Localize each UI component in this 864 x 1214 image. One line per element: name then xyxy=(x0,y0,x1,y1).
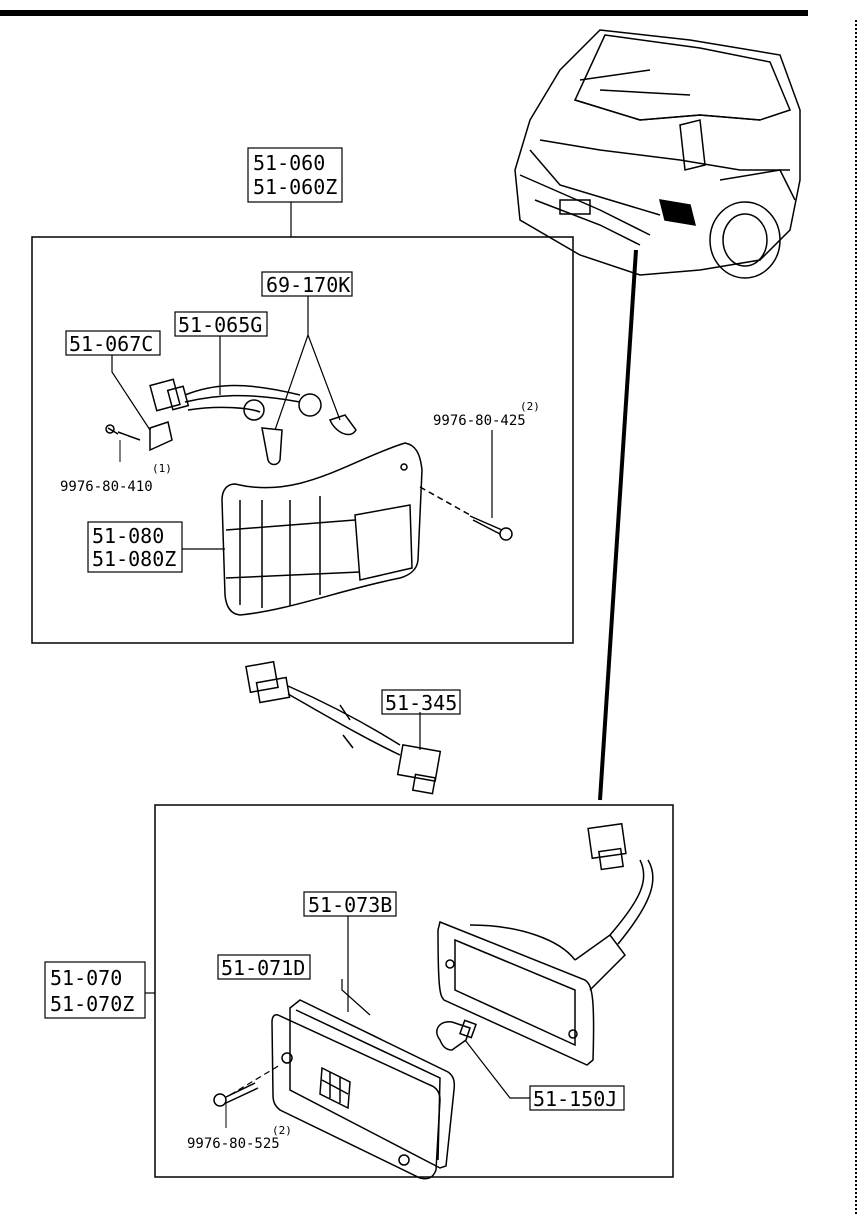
side-bulb-label-box xyxy=(529,1085,625,1111)
side-lens-label-box xyxy=(217,954,311,980)
side-lens-part-number: 51-071D xyxy=(221,956,305,980)
van-leader-line xyxy=(598,249,638,801)
bulb-front-label-box xyxy=(261,271,353,297)
side-assembly-part-number-alt: 51-070Z xyxy=(50,992,134,1016)
front-lens-part-number-alt: 51-080Z xyxy=(92,547,176,571)
bracket-screw-part-number: 9976-80-410 xyxy=(60,479,153,495)
side-lamp-box xyxy=(154,804,674,1178)
front-lens-part-number: 51-080 xyxy=(92,524,164,548)
front-assembly-part-number: 51-060 xyxy=(253,151,325,175)
bulb-front-part-number: 69-170K xyxy=(266,273,350,297)
side-bulb-part-number: 51-150J xyxy=(533,1087,617,1111)
bulb-front-leader xyxy=(274,296,341,431)
bracket-label-box xyxy=(65,330,161,356)
side-gasket-part-number: 51-073B xyxy=(308,893,392,917)
bracket-leader xyxy=(111,355,151,431)
front-lamp-box xyxy=(31,236,574,644)
top-rule xyxy=(0,10,808,16)
harness-part-number: 51-345 xyxy=(385,691,457,715)
front-assembly-label-box xyxy=(247,147,343,203)
lens-screw-qty: (2) xyxy=(520,400,540,413)
front-lens-drawing xyxy=(221,442,423,616)
harness-drawing xyxy=(245,660,442,795)
side-screw-drawing xyxy=(213,1082,259,1107)
side-lamp-housing-drawing xyxy=(437,822,654,1066)
side-screw-part-number: 9976-80-525 xyxy=(187,1136,280,1152)
harness-label-box xyxy=(381,689,461,715)
socket-harness-drawing xyxy=(105,378,357,466)
side-lens-drawing xyxy=(271,1014,441,1180)
side-assembly-part-number: 51-070 xyxy=(50,966,122,990)
bracket-part-number: 51-067C xyxy=(69,332,153,356)
side-bulb-leader xyxy=(464,1039,530,1099)
lens-screw-part-number: 9976-80-425 xyxy=(433,413,526,429)
side-screw-qty: (2) xyxy=(272,1124,292,1137)
front-lens-label-box xyxy=(87,521,183,573)
van-illustration xyxy=(514,29,801,279)
lens-screw-drawing xyxy=(419,486,513,541)
side-gasket-drawing xyxy=(289,999,456,1169)
socket-front-label-box xyxy=(174,311,268,337)
bracket-screw-qty: (1) xyxy=(152,462,172,475)
socket-front-part-number: 51-065G xyxy=(178,313,262,337)
side-gasket-label-box xyxy=(303,891,397,917)
front-assembly-part-number-alt: 51-060Z xyxy=(253,175,337,199)
side-bulb-drawing xyxy=(436,1019,477,1051)
side-lens-leader xyxy=(341,979,371,1016)
side-assembly-label-box xyxy=(44,961,146,1019)
